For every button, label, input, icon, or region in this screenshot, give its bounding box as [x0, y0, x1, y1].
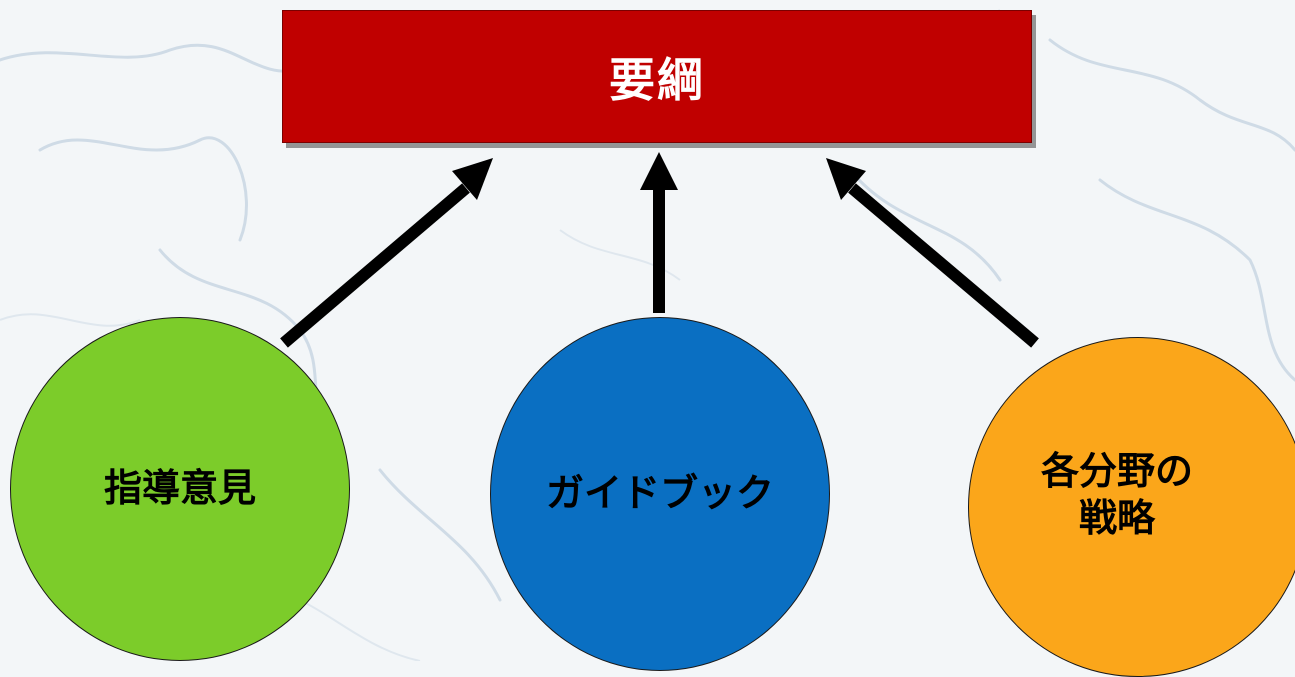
arrow-left-shaft: [280, 183, 470, 348]
node-guidebook: ガイドブック: [490, 317, 830, 671]
arrow-right-shaft: [848, 183, 1039, 348]
title-label: 要綱: [609, 52, 705, 107]
node-guidance-opinion: 指導意見: [10, 317, 350, 661]
node-field-strategies: 各分野の 戦略: [968, 337, 1295, 677]
node-label: 各分野の 戦略: [1040, 448, 1193, 541]
arrow-connectors: [280, 152, 1039, 348]
arrow-right-head: [826, 158, 866, 200]
arrow-left-head: [452, 158, 493, 200]
title-box: 要綱: [282, 10, 1032, 143]
node-label: 指導意見: [103, 466, 256, 511]
node-label: ガイドブック: [545, 471, 774, 516]
arrow-center-head: [640, 152, 678, 190]
